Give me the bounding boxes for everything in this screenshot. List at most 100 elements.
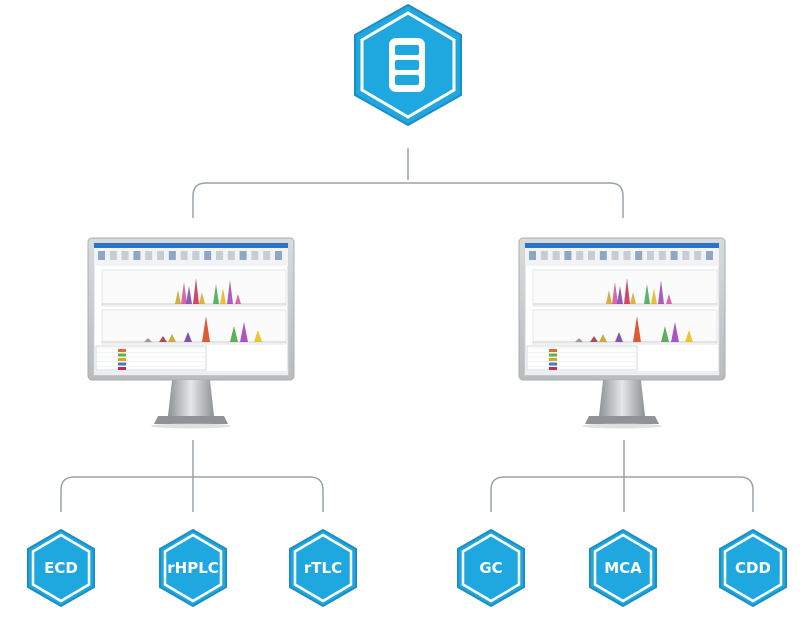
- chart-peak-bottom: [671, 322, 679, 342]
- rhplc-hexagon: [159, 528, 227, 608]
- ribbon-button-icon: [192, 251, 200, 260]
- module-node-rhplc: rHPLC: [159, 528, 227, 608]
- ribbon-button-icon: [145, 251, 153, 260]
- cdd-hexagon: [719, 528, 787, 608]
- module-node-ecd: ECD: [27, 528, 95, 608]
- chart-peak-top: [658, 280, 664, 304]
- ribbon-button-icon: [109, 251, 117, 260]
- table-color-swatch: [118, 362, 126, 366]
- chart-peak-bottom: [230, 326, 238, 342]
- server-stack-icon: [389, 38, 425, 92]
- chart-peak-top: [606, 290, 612, 304]
- connector-lines: [60, 148, 754, 512]
- chart-peak-top: [666, 294, 672, 304]
- chart-peak-top: [220, 288, 226, 304]
- window-ribbon: [94, 248, 288, 266]
- chart-peak-bottom: [633, 316, 641, 342]
- ecd-hexagon: [27, 528, 95, 608]
- table-color-swatch: [549, 353, 557, 357]
- ribbon-button-icon: [635, 251, 643, 260]
- ribbon-button-icon: [588, 251, 595, 260]
- ribbon-button-icon: [121, 251, 129, 260]
- chart-peak-top: [624, 278, 630, 304]
- ribbon-button-icon: [133, 251, 141, 260]
- window-status-bar: [525, 371, 719, 375]
- ribbon-button-icon: [611, 251, 619, 260]
- table-color-swatch: [549, 349, 557, 352]
- results-table: [526, 345, 638, 371]
- table-color-swatch: [549, 362, 557, 366]
- table-color-swatch: [549, 367, 557, 370]
- module-label-gc: GC: [479, 559, 502, 577]
- module-node-mca: MCA: [589, 528, 657, 608]
- chart-peak-top: [644, 284, 650, 304]
- left-connector: [60, 440, 324, 512]
- chart-peak-bottom: [144, 338, 152, 342]
- monitor-stand-neck: [168, 380, 214, 416]
- chart-panel-top: [532, 269, 718, 307]
- ribbon-button-icon: [576, 251, 584, 260]
- window-title-bar: [94, 243, 288, 248]
- right-connector: [490, 440, 754, 512]
- ribbon-button-icon: [529, 251, 536, 260]
- window-status-bar: [94, 371, 288, 375]
- ribbon-button-icon: [216, 251, 223, 260]
- chart-peak-top: [181, 282, 187, 304]
- window-ribbon: [525, 248, 719, 266]
- table-color-swatch: [118, 353, 126, 357]
- ribbon-button-icon: [239, 251, 247, 260]
- ribbon-button-icon: [694, 251, 702, 260]
- ribbon-button-icon: [275, 251, 282, 260]
- chart-peak-bottom: [615, 332, 623, 342]
- ribbon-button-icon: [599, 251, 607, 260]
- monitor-stand-neck: [599, 380, 645, 416]
- ribbon-button-icon: [263, 251, 271, 260]
- chart-peak-bottom: [254, 330, 262, 342]
- chart-peak-top: [213, 284, 219, 304]
- chart-peak-bottom: [168, 334, 176, 342]
- ribbon-button-icon: [540, 251, 548, 260]
- chart-peak-bottom: [184, 332, 192, 342]
- root-connector: [192, 148, 624, 218]
- ribbon-button-icon: [180, 251, 188, 260]
- ribbon-button-icon: [168, 251, 176, 260]
- rtlc-hexagon: [289, 528, 357, 608]
- monitor-stand-base: [154, 416, 228, 424]
- ribbon-button-icon: [682, 251, 690, 260]
- monitor-shadow: [582, 423, 662, 429]
- mca-hexagon: [589, 528, 657, 608]
- module-label-rhplc: rHPLC: [167, 559, 219, 577]
- chart-peak-top: [651, 288, 657, 304]
- ribbon-button-icon: [552, 251, 560, 260]
- ribbon-button-icon: [204, 251, 212, 260]
- chart-peak-top: [227, 280, 233, 304]
- chart-peak-bottom: [590, 336, 598, 342]
- ribbon-button-icon: [157, 251, 164, 260]
- table-color-swatch: [549, 358, 557, 361]
- results-table: [95, 345, 207, 371]
- ribbon-button-icon: [98, 251, 105, 260]
- ribbon-button-icon: [623, 251, 631, 260]
- ribbon-button-icon: [658, 251, 666, 260]
- chart-peak-top: [630, 292, 636, 304]
- table-color-swatch: [118, 367, 126, 370]
- module-label-rtlc: rTLC: [304, 559, 342, 577]
- module-label-ecd: ECD: [44, 559, 78, 577]
- chart-peak-top: [199, 292, 205, 304]
- module-label-cdd: CDD: [735, 559, 771, 577]
- chart-peak-top: [235, 294, 241, 304]
- monitor-shadow: [151, 423, 231, 429]
- monitor-right: [518, 237, 726, 429]
- gc-hexagon: [457, 528, 525, 608]
- chart-peak-bottom: [159, 336, 167, 342]
- chart-peak-bottom: [240, 322, 248, 342]
- chart-peak-top: [617, 286, 623, 304]
- ribbon-button-icon: [670, 251, 678, 260]
- window-title-bar: [525, 243, 719, 248]
- chart-peak-top: [193, 278, 199, 304]
- chart-peak-bottom: [685, 330, 693, 342]
- ribbon-button-icon: [227, 251, 235, 260]
- module-node-rtlc: rTLC: [289, 528, 357, 608]
- chart-peak-bottom: [599, 334, 607, 342]
